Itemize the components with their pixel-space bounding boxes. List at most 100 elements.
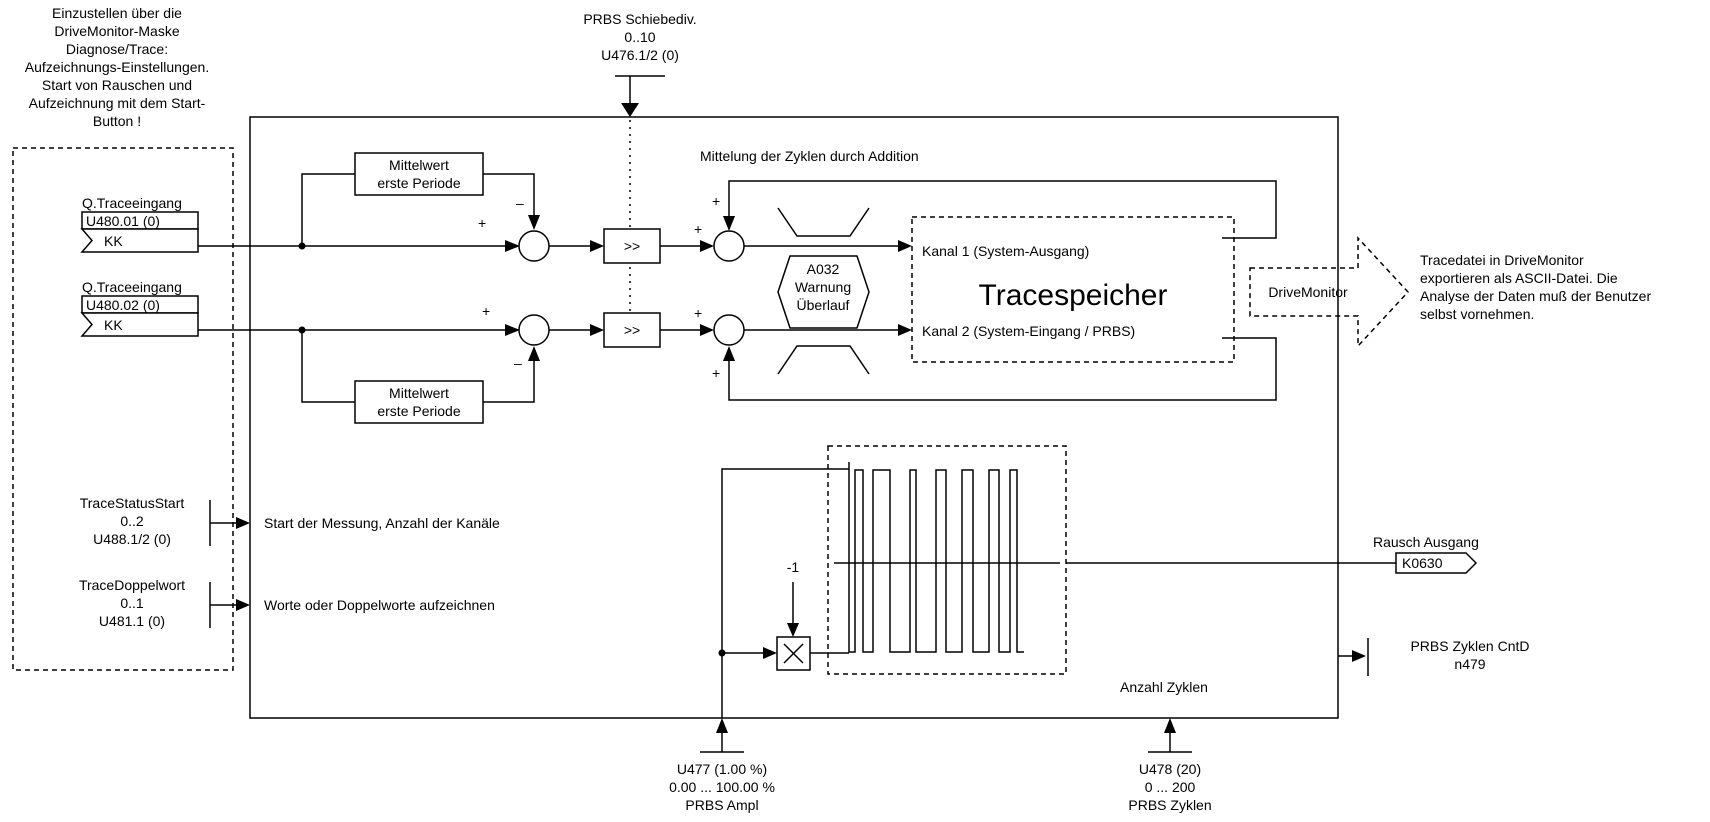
main-block xyxy=(249,116,1339,719)
input-type: KK xyxy=(104,233,123,249)
warning-hexagon xyxy=(777,255,870,329)
trace-input-1: Q.Traceeingang U480.01 (0) KK xyxy=(80,195,199,253)
param-id: U477 (1.00 %) xyxy=(677,761,767,777)
averaging-label: Mittelung der Zyklen durch Addition xyxy=(700,148,919,164)
multiply-block xyxy=(776,636,811,671)
shift-block-2 xyxy=(603,312,661,348)
limiter-upper xyxy=(777,207,870,237)
shift-op-label: >> xyxy=(624,238,640,254)
k0630-connector xyxy=(1395,552,1478,574)
block-label: erste Periode xyxy=(377,175,460,191)
prbs-box xyxy=(827,445,1067,675)
export-arrow xyxy=(1249,236,1410,348)
input-param: U480.01 (0) xyxy=(86,213,160,229)
setup-note-line: Button ! xyxy=(93,113,141,129)
multiply-icon xyxy=(783,643,804,664)
feedback-line xyxy=(483,361,535,403)
summing-junction xyxy=(713,314,745,346)
neg-one-label: -1 xyxy=(787,559,800,575)
arrowhead xyxy=(528,346,540,361)
warning-code: A032 xyxy=(807,261,840,277)
export-note-line: selbst vornehmen. xyxy=(1420,306,1534,322)
arrowhead xyxy=(505,324,520,336)
block-label: Mittelwert xyxy=(389,157,449,173)
prbs-ampl-param: U477 (1.00 %) 0.00 ... 100.00 % PRBS Amp… xyxy=(669,718,775,813)
setup-note-line: Start von Rauschen und xyxy=(42,77,192,93)
arrowhead xyxy=(621,103,639,117)
setup-note-line: Aufzeichnungs-Einstellungen. xyxy=(25,59,209,75)
export-note-line: Analyse der Daten muß der Benutzer xyxy=(1420,288,1651,304)
prbs-waveform xyxy=(848,462,1024,653)
arrowhead xyxy=(236,599,250,611)
export-note-line: Tracedatei in DriveMonitor xyxy=(1420,252,1584,268)
block-label: erste Periode xyxy=(377,403,460,419)
drivemonitor-label: DriveMonitor xyxy=(1268,284,1348,300)
shift-block-1 xyxy=(603,228,661,264)
plus-sign: + xyxy=(712,193,720,209)
arrowhead xyxy=(528,215,540,230)
param-id: U488.1/2 (0) xyxy=(93,531,171,547)
mittelwert-block-2 xyxy=(354,380,484,424)
summing-junction xyxy=(713,230,745,262)
shift-divider-param: PRBS Schiebediv. 0..10 U476.1/2 (0) xyxy=(583,11,697,330)
channel-1-path: Mittelwert erste Periode + – >> + + xyxy=(198,152,1277,264)
input-connector xyxy=(80,312,199,337)
export-note-line: exportieren als ASCII-Datei. Die xyxy=(1420,270,1618,286)
block-label: Mittelwert xyxy=(389,385,449,401)
arrowhead xyxy=(505,240,520,252)
input-label: Q.Traceeingang xyxy=(82,195,182,211)
param-name: PRBS Zyklen xyxy=(1128,797,1211,813)
arrowhead xyxy=(787,623,799,637)
overflow-limiter: A032 Warnung Überlauf xyxy=(777,207,870,375)
channel-2-label: Kanal 2 (System-Eingang / PRBS) xyxy=(922,323,1135,339)
prbs-generator: -1 Rausch Ausgang K0630 xyxy=(718,445,1479,718)
setup-note-line: DriveMonitor-Maske xyxy=(54,23,179,39)
minus-sign: – xyxy=(514,355,522,371)
accumulate-feedback xyxy=(728,180,1277,239)
setup-note: Einzustellen über die DriveMonitor-Maske… xyxy=(25,5,209,129)
arrowhead xyxy=(700,324,714,336)
feedback-line xyxy=(483,173,535,215)
setup-note-line: Einzustellen über die xyxy=(52,5,182,21)
param-range: 0..10 xyxy=(624,29,655,45)
trace-doppelwort-param: TraceDoppelwort 0..1 U481.1 (0) Worte od… xyxy=(79,577,495,629)
arrowhead xyxy=(716,718,728,733)
param-name: TraceStatusStart xyxy=(80,495,185,511)
param-name: PRBS Schiebediv. xyxy=(583,11,696,27)
drivemonitor-export: DriveMonitor Tracedatei in DriveMonitor … xyxy=(1249,236,1651,348)
limiter-lower xyxy=(777,345,870,375)
plus-sign: + xyxy=(478,215,486,231)
param-id: U476.1/2 (0) xyxy=(601,47,679,63)
amplitude-line xyxy=(721,468,849,718)
cycles-label: Anzahl Zyklen xyxy=(1120,679,1208,695)
input-label: Q.Traceeingang xyxy=(82,279,182,295)
plus-sign: + xyxy=(694,305,702,321)
param-range: 0.00 ... 100.00 % xyxy=(669,779,775,795)
input-param: U480.02 (0) xyxy=(86,297,160,313)
trace-status-start-param: TraceStatusStart 0..2 U488.1/2 (0) Start… xyxy=(80,495,500,547)
channel-2-path: Mittelwert erste Periode + – >> + + xyxy=(198,303,1277,424)
trace-memory: Kanal 1 (System-Ausgang) Tracespeicher K… xyxy=(911,216,1235,363)
branch-line xyxy=(301,330,355,403)
arrowhead xyxy=(898,324,912,336)
param-range: 0 ... 200 xyxy=(1145,779,1196,795)
warning-text: Überlauf xyxy=(797,296,850,313)
setup-note-line: Aufzeichnung mit dem Start- xyxy=(29,95,206,111)
input-connector xyxy=(80,228,199,253)
param-id: U481.1 (0) xyxy=(99,613,165,629)
arrowhead xyxy=(236,517,250,529)
arrowhead xyxy=(763,647,777,659)
noise-output-label: Rausch Ausgang xyxy=(1373,534,1479,550)
summing-junction xyxy=(518,230,550,262)
plus-sign: + xyxy=(694,221,702,237)
accumulate-feedback xyxy=(728,337,1277,401)
words-label: Worte oder Doppelworte aufzeichnen xyxy=(264,597,495,613)
summing-junction xyxy=(518,314,550,346)
start-measure-label: Start der Messung, Anzahl der Kanäle xyxy=(264,515,500,531)
arrowhead xyxy=(590,240,604,252)
plus-sign: + xyxy=(712,365,720,381)
arrowhead xyxy=(1352,650,1366,662)
param-name: TraceDoppelwort xyxy=(79,577,185,593)
